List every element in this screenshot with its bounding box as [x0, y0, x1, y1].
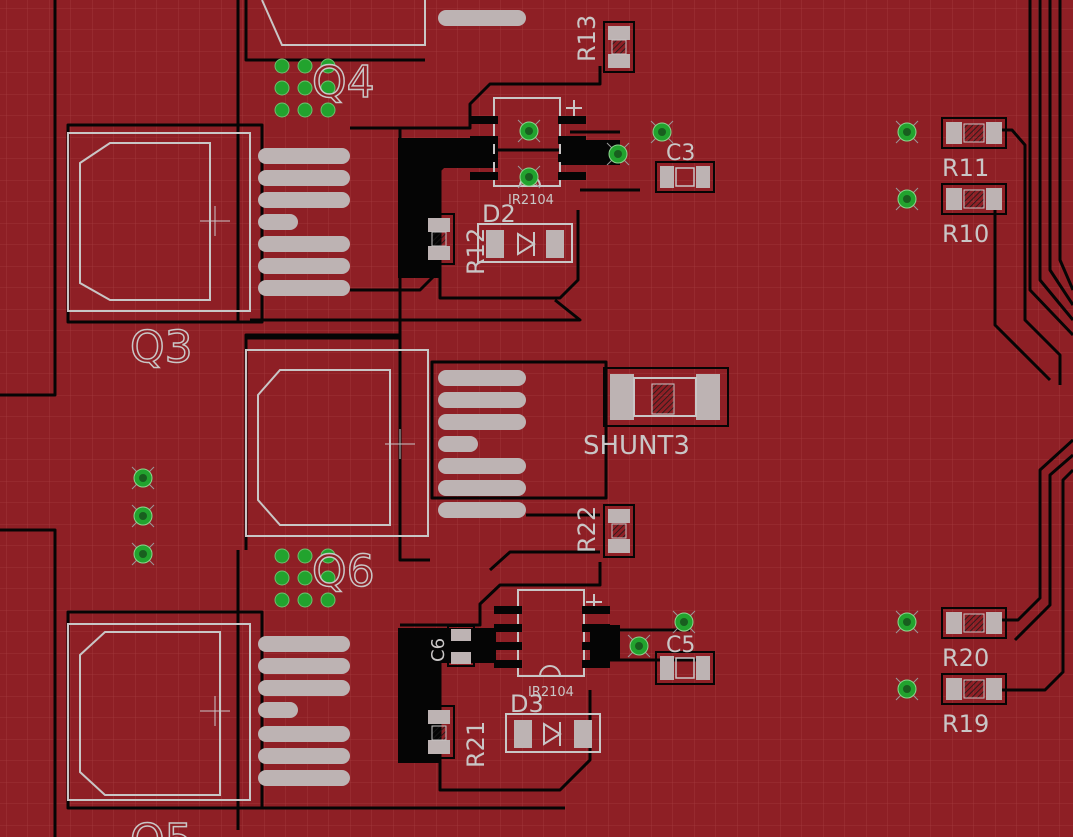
- shunt-resistor: [603, 367, 729, 427]
- label-ic-lower: IR2104: [528, 685, 574, 700]
- resistor-r21: [423, 705, 455, 759]
- label-q4: Q4: [312, 57, 375, 108]
- driver-ic-pads: [470, 116, 610, 668]
- label-c6: C6: [428, 638, 449, 662]
- label-r13: R13: [573, 15, 601, 62]
- label-r19: R19: [942, 710, 989, 738]
- label-r21: R21: [462, 721, 490, 768]
- diode-d2: [477, 223, 573, 263]
- label-d3: D3: [510, 690, 544, 718]
- resistor-r10: [941, 183, 1007, 215]
- label-d2: D2: [482, 200, 516, 228]
- label-r12: R12: [462, 228, 490, 275]
- mosfet-footprints: [67, 0, 429, 801]
- label-q5: Q5: [130, 815, 193, 837]
- thermal-vias: [274, 58, 336, 608]
- origin-markers: [200, 206, 415, 726]
- resistor-r12: [423, 213, 455, 265]
- label-r10: R10: [942, 220, 989, 248]
- resistor-r19: [941, 673, 1007, 705]
- vias: [131, 119, 919, 701]
- capacitor-c6: [447, 625, 475, 667]
- mosfet-lead-pads: [258, 10, 526, 786]
- label-c5: C5: [666, 633, 695, 658]
- label-shunt3: SHUNT3: [583, 431, 690, 461]
- resistor-r11: [941, 117, 1007, 149]
- label-ic-upper: IR2104: [508, 193, 554, 208]
- label-q3: Q3: [130, 322, 193, 373]
- capacitor-c5: [655, 651, 715, 685]
- diode-d3: [505, 713, 601, 753]
- label-r20: R20: [942, 644, 989, 672]
- resistor-r13: [603, 21, 635, 73]
- label-r22: R22: [573, 506, 601, 553]
- capacitor-c3: [655, 161, 715, 193]
- label-q6: Q6: [312, 546, 375, 597]
- resistor-r20: [941, 607, 1007, 639]
- label-r11: R11: [942, 154, 989, 182]
- resistor-r22: [603, 504, 635, 558]
- label-c3: C3: [666, 141, 695, 166]
